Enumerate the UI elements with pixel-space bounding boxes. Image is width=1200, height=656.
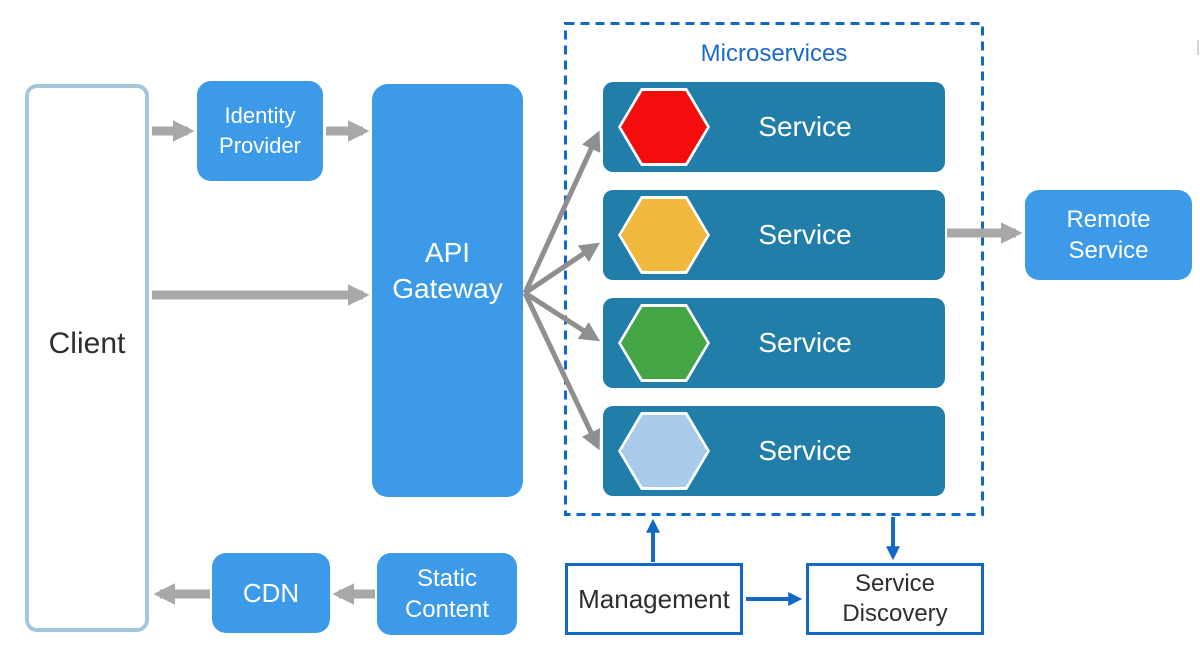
service-label: Service <box>758 111 852 142</box>
microservices-group: Microservices Service Service Service Se… <box>564 22 984 516</box>
remote-service-label-line2: Service <box>1068 237 1149 264</box>
api-gateway-label-line1: API <box>424 236 471 268</box>
service-label: Service <box>758 327 852 358</box>
service-node-2: Service <box>603 190 945 280</box>
remote-service-label-line1: Remote <box>1066 206 1151 233</box>
service-label: Service <box>758 219 852 250</box>
client-label: Client <box>48 327 126 360</box>
service-discovery-label-line2: Discovery <box>842 600 948 627</box>
identity-provider-label-line2: Provider <box>219 133 301 158</box>
cdn-label: CDN <box>242 577 300 608</box>
remote-service-node: Remote Service <box>1025 190 1192 280</box>
service-node-4: Service <box>603 406 945 496</box>
identity-provider-label-line1: Identity <box>224 103 296 128</box>
microservices-dashed-border <box>564 22 984 516</box>
client-node: Client <box>25 84 149 632</box>
microservices-title: Microservices <box>700 40 848 67</box>
management-node: Management <box>565 563 743 635</box>
static-content-label-line2: Content <box>404 596 490 623</box>
api-gateway-label-line2: Gateway <box>392 272 503 304</box>
service-node-3: Service <box>603 298 945 388</box>
api-gateway-node: API Gateway <box>372 84 523 497</box>
service-label: Service <box>758 435 852 466</box>
service-discovery-label-line1: Service <box>854 570 936 597</box>
cdn-node: CDN <box>212 553 330 633</box>
identity-provider-node: Identity Provider <box>197 81 323 181</box>
static-content-label-line1: Static <box>416 565 478 592</box>
service-discovery-node: Service Discovery <box>806 563 984 635</box>
cropped-edge-artifact <box>1197 40 1199 55</box>
red-hexagon-icon <box>618 88 710 166</box>
static-content-node: Static Content <box>377 553 517 635</box>
service-node-1: Service <box>603 82 945 172</box>
management-label: Management <box>578 583 730 614</box>
